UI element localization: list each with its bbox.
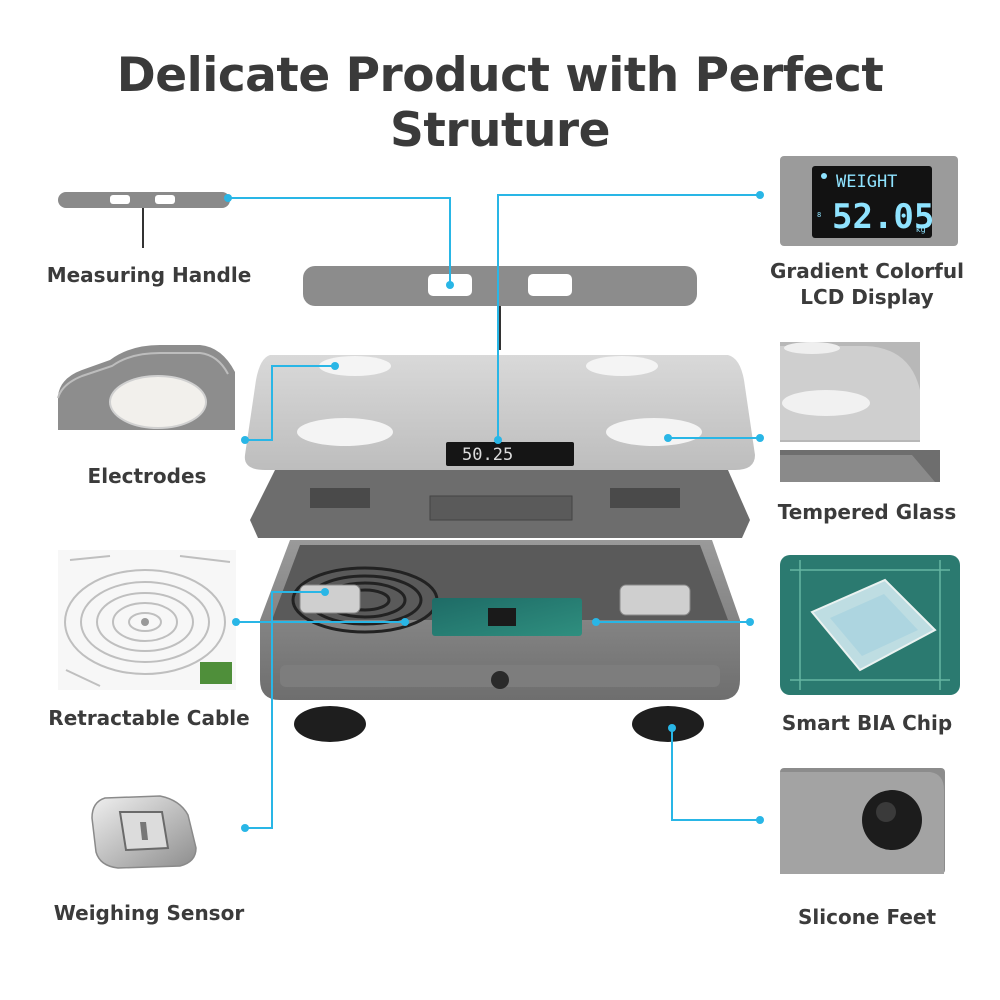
label-tempered-glass: Tempered Glass	[777, 500, 957, 524]
retractable-cable-thumbnail	[58, 550, 236, 690]
page-title: Delicate Product with Perfect Struture	[116, 48, 884, 158]
svg-text:8: 8	[817, 211, 821, 219]
lcd-display-thumbnail: 8	[780, 156, 958, 246]
base	[260, 540, 740, 742]
middle-frame	[250, 470, 750, 538]
label-silicone-feet: Slicone Feet	[797, 905, 937, 929]
handle-bar	[303, 266, 697, 350]
callout-dots	[224, 191, 764, 832]
label-weighing-sensor: Weighing Sensor	[53, 901, 245, 925]
silicone-feet-thumbnail	[780, 768, 945, 874]
label-lcd-display-line1: Gradient Colorful	[770, 259, 964, 283]
weighing-sensor-thumbnail	[91, 795, 197, 869]
label-electrodes: Electrodes	[87, 464, 207, 488]
measuring-handle-thumbnail	[58, 192, 230, 248]
lcd-mode-text: WEIGHT	[836, 172, 897, 192]
label-lcd-display-line2: LCD Display	[800, 285, 934, 309]
callout-lines	[228, 194, 760, 829]
label-smart-bia-chip: Smart BIA Chip	[781, 711, 953, 735]
lcd-unit-text: kg	[916, 225, 926, 234]
tempered-glass-thumbnail	[780, 342, 940, 482]
smart-bia-chip-thumbnail	[780, 555, 960, 695]
scale-lcd-value: 50.25	[462, 445, 513, 465]
label-retractable-cable: Retractable Cable	[48, 706, 250, 730]
label-measuring-handle: Measuring Handle	[46, 263, 252, 287]
electrodes-thumbnail	[57, 345, 235, 430]
lcd-value-text: 52.05	[832, 197, 934, 237]
